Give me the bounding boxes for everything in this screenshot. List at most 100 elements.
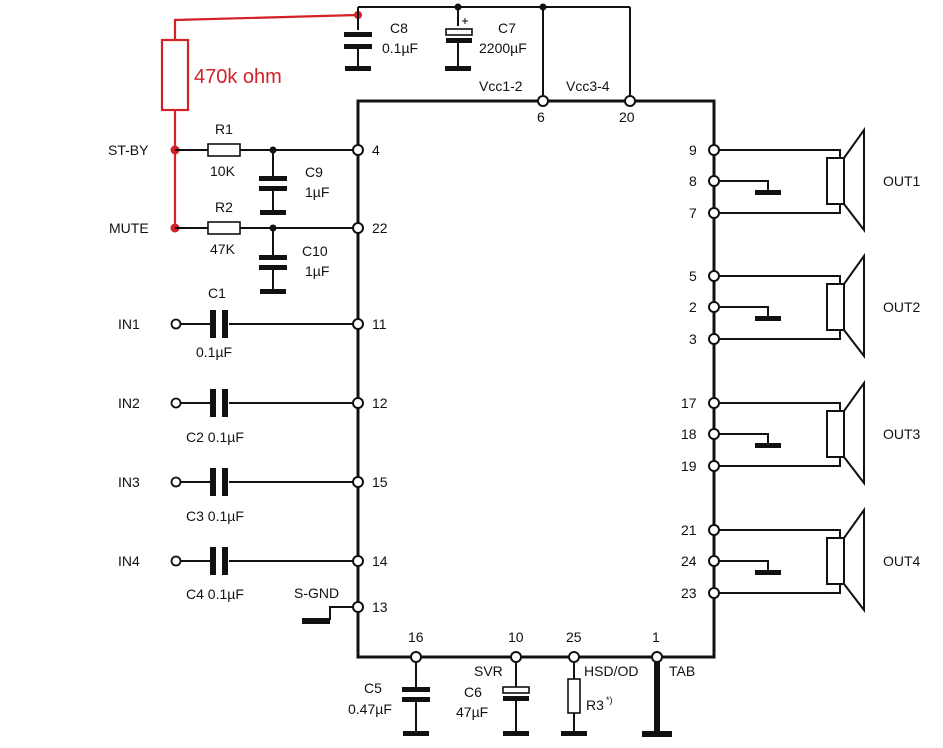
pin-16-terminal [410,651,422,663]
pin-21-terminal [708,524,720,536]
output-3-wiring [717,402,841,467]
out2-label: OUT2 [883,299,921,315]
pin-20-terminal [624,95,636,107]
r1-name: R1 [215,121,233,137]
speaker-3-cone [843,379,865,486]
ground-c10 [260,289,286,294]
pin-14-terminal [352,555,364,567]
cap-c5 [402,687,430,702]
stby-label: ST-BY [108,142,149,158]
pin-18-label: 18 [681,426,697,442]
r2-value: 47K [210,241,236,257]
in2-label: IN2 [118,395,140,411]
r1-value: 10K [210,163,236,179]
pin-20-label: 20 [619,109,635,125]
r3-name: R3 [586,697,604,713]
pin-4-label: 4 [372,142,380,158]
ground-c6 [503,731,529,736]
pin-19-label: 19 [681,458,697,474]
output-1-group: 9 8 7 OUT1 [689,126,921,233]
pin-23-terminal [708,587,720,599]
vcc12-label: Vcc1-2 [479,78,523,94]
red-junctions [170,11,362,233]
tab-label: TAB [669,663,695,679]
pin-24-label: 24 [681,553,697,569]
c7-name: C7 [498,20,516,36]
mute-label: MUTE [109,220,149,236]
pin-10-terminal [510,651,522,663]
ic-body [356,99,716,659]
vcc34-label: Vcc3-4 [566,78,610,94]
cap-c3 [210,468,228,496]
pin-15-terminal [352,476,364,488]
pin-12-terminal [352,397,364,409]
tab-ground [642,661,672,737]
speaker-4-coil [826,537,845,585]
cap-c6 [502,686,530,701]
pin-18-terminal [708,428,720,440]
cap-c9 [259,176,287,191]
pin-13-terminal [352,601,364,613]
output-3-group: 17 18 19 OUT3 [681,379,921,486]
pin-14-label: 14 [372,553,388,569]
ic-pin-terminals [352,95,720,663]
pin-23-label: 23 [681,585,697,601]
output-3-ground [755,443,781,448]
c2-label: C2 0.1µF [186,429,244,445]
cap-c4 [210,547,228,575]
bottom-wiring [415,661,575,732]
c9-name: C9 [305,164,323,180]
pin-3-label: 3 [689,331,697,347]
pin-8-terminal [708,175,720,187]
pin-7-label: 7 [689,205,697,221]
speaker-4-cone [843,506,865,613]
speaker-1-cone [843,126,865,233]
speaker-3-coil [826,410,845,458]
c10-name: C10 [302,243,328,259]
out1-label: OUT1 [883,173,921,189]
svr-label: SVR [474,663,503,679]
speaker-2-cone [843,252,865,359]
c9-value: 1µF [305,184,329,200]
cap-c2 [210,389,228,417]
output-4-wiring [717,529,841,594]
input-terminals [170,318,182,567]
pin-25-terminal [568,651,580,663]
supply-junctions [454,3,547,11]
resistor-470k [160,38,190,112]
ground-c7 [445,66,471,71]
cap-c7 [445,18,473,43]
output-2-wiring [717,275,841,340]
output-4-ground [755,570,781,575]
pin-12-label: 12 [372,395,388,411]
resistor-r2 [207,221,241,235]
out4-label: OUT4 [883,553,921,569]
ground-c8 [345,66,371,71]
c7-value: 2200µF [479,40,527,56]
pin-2-label: 2 [689,299,697,315]
c3-label: C3 0.1µF [186,508,244,524]
red-wire-top [173,13,359,40]
speaker-2-coil [826,283,845,331]
sgnd-label: S-GND [294,585,339,601]
c1-name: C1 [208,285,226,301]
ground-sgnd [302,618,330,624]
pin-17-terminal [708,397,720,409]
input-wiring [180,323,354,562]
pin-25-label: 25 [566,629,582,645]
pin-3-terminal [708,333,720,345]
cap-c10 [259,255,287,270]
pin-19-terminal [708,460,720,472]
pin-1-terminal [651,651,663,663]
pin-10-label: 10 [508,629,524,645]
c5-name: C5 [364,680,382,696]
ground-c9 [260,210,286,215]
r3-note: *) [606,695,613,705]
pin-17-label: 17 [681,395,697,411]
pin-13-label: 13 [372,599,388,615]
cap-c8 [344,32,372,49]
resistor-r3 [567,678,581,714]
c8-value: 0.1µF [382,40,418,56]
c6-name: C6 [464,684,482,700]
speaker-1-coil [826,157,845,205]
